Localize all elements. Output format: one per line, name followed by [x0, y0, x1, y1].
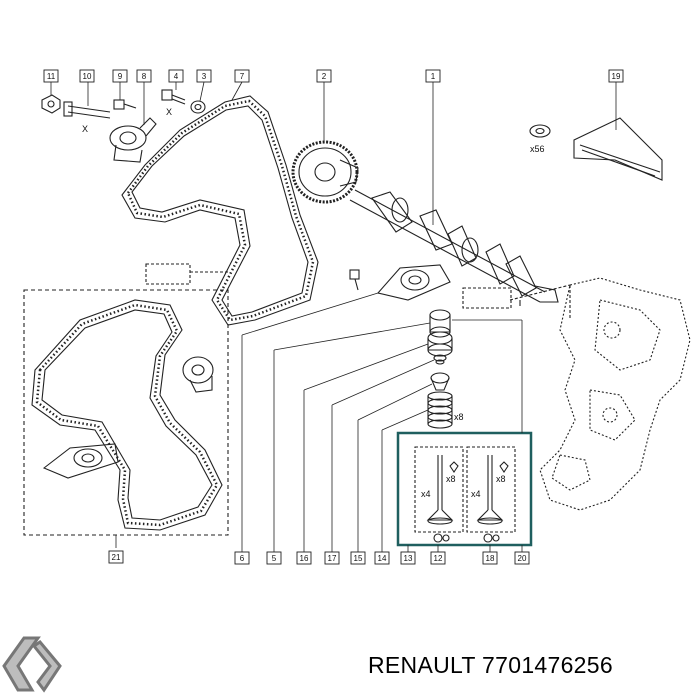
stud-10: [63, 101, 111, 119]
tensioner-8: [109, 117, 157, 163]
callout-8: 8: [142, 72, 147, 81]
washer-3: [190, 100, 206, 114]
kit-21-outline: [23, 289, 229, 536]
axis-mark-2: X: [166, 107, 172, 117]
callout-20: 20: [518, 554, 527, 563]
callout-1: 1: [431, 72, 436, 81]
valve-seal-18-icon: [483, 533, 500, 543]
part-number: 7701476256: [482, 652, 613, 678]
callout-17: 17: [328, 554, 337, 563]
qty-cotter-b: x8: [496, 474, 506, 484]
ref-box-belt: [145, 263, 191, 285]
callout-10: 10: [83, 72, 92, 81]
cotter-a: [449, 461, 459, 473]
callout-12: 12: [434, 554, 443, 563]
callout-13: 13: [404, 554, 413, 563]
bolt-9: [113, 99, 137, 110]
callout-16: 16: [300, 554, 309, 563]
brand-caption: RENAULT 7701476256: [368, 652, 613, 679]
valve-b-group-outline: [466, 446, 516, 533]
renault-logo-icon: [2, 636, 62, 693]
callout-5: 5: [272, 554, 277, 563]
valve-kit-outline: [396, 431, 533, 547]
callout-15: 15: [354, 554, 363, 563]
callout-3: 3: [202, 72, 207, 81]
qty-seals: x56: [530, 144, 545, 154]
spring-retainer: [430, 372, 450, 391]
callout-7: 7: [240, 72, 245, 81]
callout-boxes: [43, 69, 624, 565]
camshaft: [349, 189, 559, 306]
qty-springs: x8: [454, 412, 464, 422]
tensioner-lower: [42, 443, 119, 479]
valve-a-group-outline: [414, 446, 464, 533]
camshaft-sprocket: [291, 140, 359, 204]
idler-pulley-lower: [182, 356, 214, 393]
upper-timing-belt: [121, 95, 319, 326]
valve-12: [426, 455, 454, 525]
callout-11: 11: [47, 72, 56, 81]
callout-9: 9: [118, 72, 123, 81]
brand-name: RENAULT: [368, 652, 476, 678]
ref-box-head: [462, 287, 512, 309]
valve-spring: [427, 391, 453, 429]
qty-valve-a: x4: [421, 489, 431, 499]
tappet: [429, 309, 451, 338]
callout-6: 6: [240, 554, 245, 563]
callout-2: 2: [322, 72, 327, 81]
callout-19: 19: [612, 72, 621, 81]
callout-21: 21: [112, 553, 121, 562]
valve-shim: [433, 354, 447, 365]
callout-4: 4: [174, 72, 179, 81]
callout-18: 18: [486, 554, 495, 563]
leader-lines: [50, 81, 617, 552]
cotter-b: [499, 461, 509, 473]
nut-11: [41, 94, 61, 114]
bolt-6: [349, 269, 360, 291]
qty-valve-b: x4: [471, 489, 481, 499]
lower-timing-belt: [31, 299, 223, 531]
valve-seal-13-icon: [433, 533, 450, 543]
bolt-4: [161, 89, 186, 105]
valve-cup: [427, 331, 453, 357]
tensioner-5: [376, 264, 451, 301]
callout-14: 14: [378, 554, 387, 563]
qty-cotter-a: x8: [446, 474, 456, 484]
cylinder-head-outline: [539, 277, 691, 511]
cover-seal-19: [529, 117, 663, 181]
valve-18: [476, 455, 504, 525]
axis-mark-1: X: [82, 124, 88, 134]
